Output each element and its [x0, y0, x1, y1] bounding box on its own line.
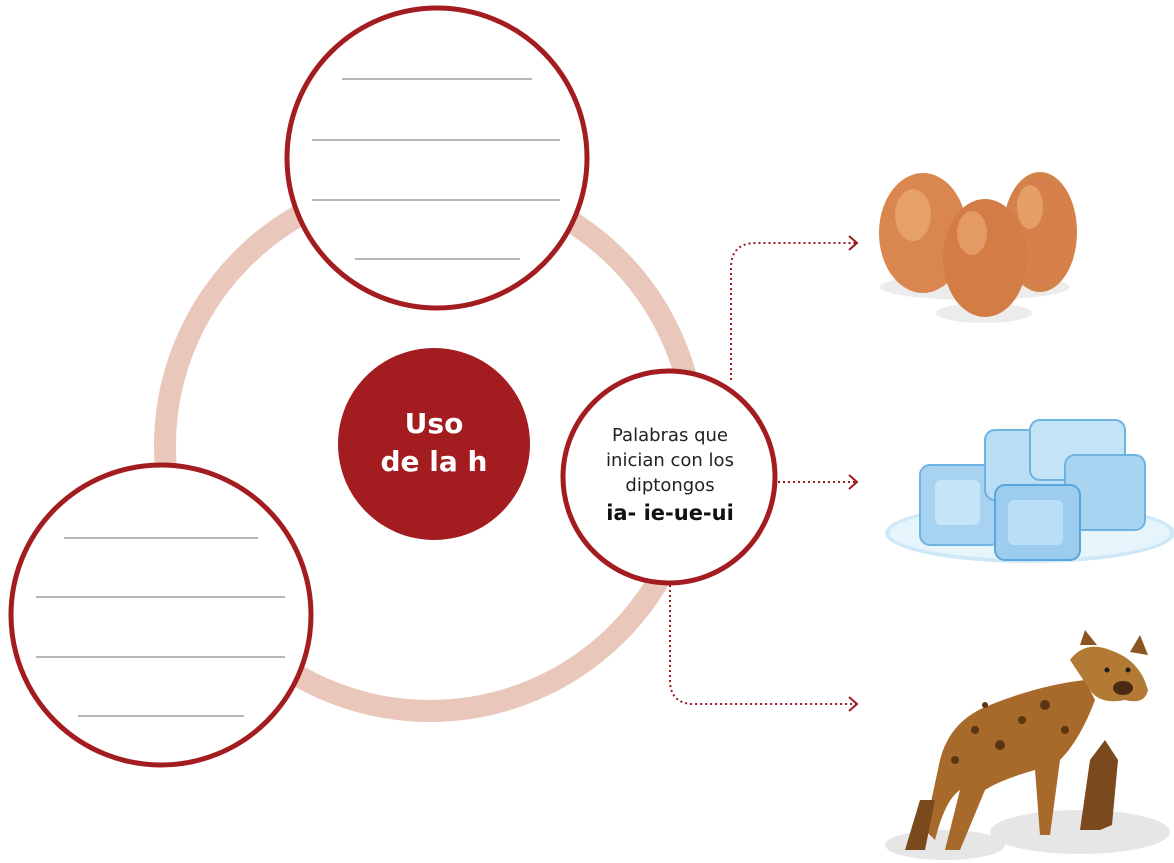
arrows	[669, 235, 859, 712]
arrow-to-hyena	[669, 585, 856, 705]
top-answer-circle	[284, 5, 590, 311]
center-title-line1: Uso	[404, 407, 464, 440]
diphthong-line3: diptongos	[625, 475, 715, 496]
center-node	[338, 348, 530, 540]
ice-cubes-illustration	[885, 419, 1174, 563]
bottom-answer-circle	[8, 462, 314, 768]
diphthong-label: Palabras que inician con los diptongos i…	[560, 366, 780, 584]
arrow-to-eggs	[730, 242, 856, 380]
center-title: Uso de la h	[338, 358, 530, 528]
diphthong-line2: inician con los	[606, 450, 734, 471]
diphthong-node	[560, 368, 778, 586]
center-title-line2: de la h	[380, 445, 488, 478]
diphthong-line1: Palabras que	[612, 425, 728, 446]
hyena-illustration	[885, 630, 1170, 860]
eggs-illustration	[879, 172, 1077, 323]
diphthong-list: ia- ie-ue-ui	[606, 501, 734, 525]
